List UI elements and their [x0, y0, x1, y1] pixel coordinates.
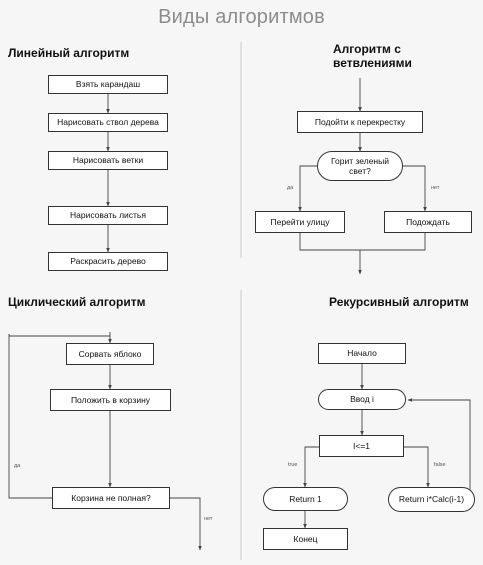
branching-start: Подойти к перекрестку — [297, 111, 423, 133]
recursive-arrow-true — [303, 446, 319, 488]
recursive-false-action: Return i*Calc(i-1) — [388, 487, 475, 512]
branch-arrow-no — [403, 165, 427, 212]
linear-step-2: Нарисовать ствол дерева — [48, 113, 168, 132]
branching-condition: Горит зеленый свет? — [317, 151, 403, 181]
branching-no-action: Подождать — [384, 211, 472, 233]
recursive-title: Рекурсивный алгоритм — [329, 295, 469, 309]
branch-merge-line — [299, 233, 426, 251]
recursive-loop-back — [407, 398, 471, 501]
cyclic-step-2: Положить в корзину — [50, 389, 171, 411]
cyclic-no-label: нет — [204, 516, 213, 522]
branch-arrow-yes — [298, 165, 317, 212]
page-title: Виды алгоритмов — [158, 6, 325, 28]
cyclic-yes-label: да — [14, 463, 21, 469]
cyclic-loop-top — [8, 334, 110, 337]
recursive-arrow-false — [404, 446, 430, 488]
branching-no-label: нет — [431, 185, 440, 191]
recursive-end: Конец — [263, 528, 348, 550]
cyclic-step-1: Сорвать яблоко — [66, 343, 154, 365]
branching-yes-label: да — [287, 185, 294, 191]
cyclic-arrow-exit — [170, 497, 202, 551]
linear-step-3: Нарисовать ветки — [48, 151, 168, 170]
recursive-true-label: true — [288, 462, 298, 468]
recursive-true-action: Return 1 — [263, 487, 348, 511]
recursive-condition: I<=1 — [319, 435, 404, 457]
linear-step-1: Взять карандаш — [48, 75, 168, 94]
cyclic-title: Циклический алгоритм — [8, 295, 146, 309]
branching-yes-action: Перейти улицу — [255, 211, 345, 233]
linear-step-5: Раскрасить дерево — [48, 252, 168, 271]
recursive-false-label: false — [434, 462, 446, 468]
recursive-start: Начало — [318, 343, 406, 364]
cyclic-condition: Корзина не полная? — [52, 487, 170, 509]
recursive-input: Ввод i — [318, 389, 406, 410]
linear-title: Линейный алгоритм — [8, 46, 130, 60]
cyclic-loop-back — [8, 334, 52, 499]
branching-title: Алгоритм с ветвлениями — [333, 42, 412, 70]
linear-step-4: Нарисовать листья — [48, 206, 168, 225]
